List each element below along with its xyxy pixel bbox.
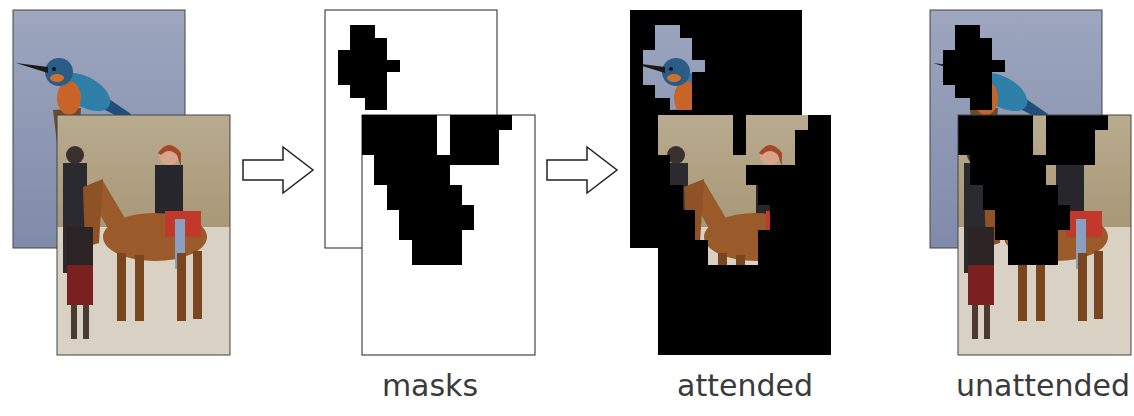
image-frame [958,115,1131,355]
horse-attended [658,115,831,355]
hollow-arrow [547,147,617,193]
horse-image [57,115,230,355]
panel-label: masks [382,368,478,404]
panel-label: attended [677,368,813,404]
image-frame [57,115,230,355]
black-ground [658,115,831,355]
mask-frame [362,115,535,355]
horse-unattended [958,115,1131,355]
horse-mask [362,115,535,355]
hollow-arrow [243,147,313,193]
panel-label: unattended [956,368,1130,404]
